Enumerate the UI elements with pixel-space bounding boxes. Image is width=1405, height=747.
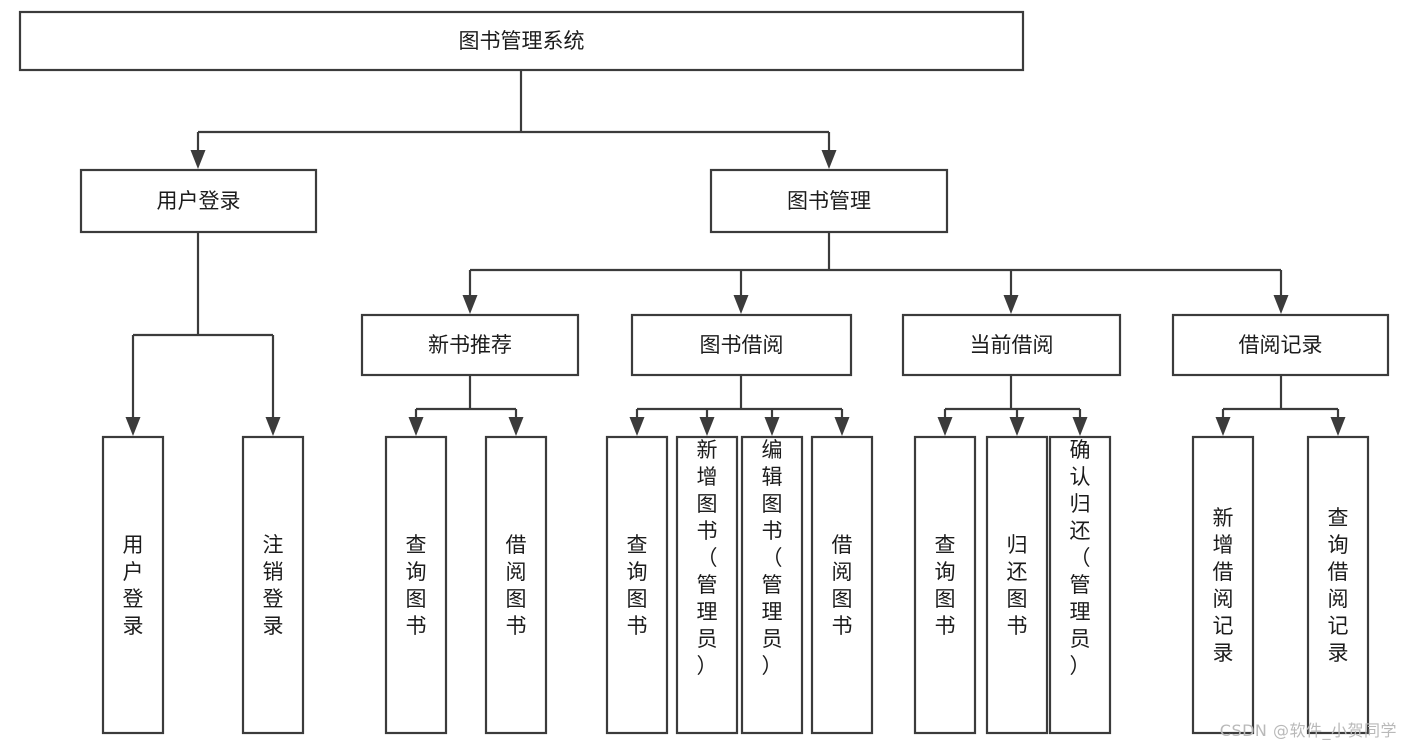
node-root-system-box[interactable] <box>18 10 1025 72</box>
node-leaf-user-login[interactable]: 用户登录 <box>101 435 165 735</box>
node-leaf-borrow-book-box[interactable] <box>810 435 874 735</box>
node-book-borrow-box[interactable] <box>630 313 853 377</box>
nodes-layer: 图书管理系统用户登录图书管理新书推荐图书借阅当前借阅借阅记录用户登录注销登录查询… <box>18 10 1390 735</box>
node-current-borrow[interactable]: 当前借阅 <box>901 313 1122 377</box>
node-leaf-add-borrow-record-box[interactable] <box>1191 435 1255 735</box>
node-leaf-user-login-label: 用户登录 <box>123 533 144 638</box>
node-new-book-recommend-label: 新书推荐 <box>428 333 512 357</box>
node-book-manage-box[interactable] <box>709 168 949 234</box>
connector-new-book-recommend-to-leaves <box>408 375 524 436</box>
arrow-head-icon <box>125 417 141 436</box>
node-leaf-query-borrow-record[interactable]: 查询借阅记录 <box>1306 435 1370 735</box>
node-leaf-edit-book-admin-box[interactable] <box>740 435 804 735</box>
node-user-login-label: 用户登录 <box>157 189 241 213</box>
connector-borrow-record-to-leaves <box>1215 375 1346 436</box>
arrow-head-icon <box>1273 295 1289 314</box>
node-new-book-recommend[interactable]: 新书推荐 <box>360 313 580 377</box>
node-root-system[interactable]: 图书管理系统 <box>18 10 1025 72</box>
node-leaf-return-book[interactable]: 归还图书 <box>985 435 1049 735</box>
node-borrow-record[interactable]: 借阅记录 <box>1171 313 1390 377</box>
arrow-head-icon <box>821 150 837 169</box>
node-leaf-borrow-book-label: 借阅图书 <box>832 533 853 638</box>
arrow-head-icon <box>1072 417 1088 436</box>
node-leaf-confirm-return-admin-label: 确认归还（管理员） <box>1070 438 1091 678</box>
node-borrow-record-label: 借阅记录 <box>1239 333 1323 357</box>
node-book-borrow[interactable]: 图书借阅 <box>630 313 853 377</box>
node-new-book-recommend-box[interactable] <box>360 313 580 377</box>
node-leaf-query-book-recommend[interactable]: 查询图书 <box>384 435 448 735</box>
arrow-head-icon <box>190 150 206 169</box>
connector-root-to-level2 <box>190 70 837 169</box>
arrow-head-icon <box>462 295 478 314</box>
arrow-head-icon <box>265 417 281 436</box>
node-leaf-add-book-admin-box[interactable] <box>675 435 739 735</box>
node-leaf-query-borrow-record-label: 查询借阅记录 <box>1328 506 1349 665</box>
node-leaf-query-book-box[interactable] <box>605 435 669 735</box>
node-user-login-box[interactable] <box>79 168 318 234</box>
node-leaf-query-book-label: 查询图书 <box>627 533 648 638</box>
node-leaf-user-logout-box[interactable] <box>241 435 305 735</box>
node-borrow-record-box[interactable] <box>1171 313 1390 377</box>
arrow-head-icon <box>1009 417 1025 436</box>
connectors-layer <box>125 70 1346 436</box>
node-leaf-confirm-return-admin[interactable]: 确认归还（管理员） <box>1048 435 1112 735</box>
node-leaf-borrow-book[interactable]: 借阅图书 <box>810 435 874 735</box>
node-leaf-query-book[interactable]: 查询图书 <box>605 435 669 735</box>
node-leaf-borrow-book-recommend[interactable]: 借阅图书 <box>484 435 548 735</box>
node-leaf-user-logout[interactable]: 注销登录 <box>241 435 305 735</box>
node-root-system-label: 图书管理系统 <box>459 29 585 53</box>
node-leaf-query-book-current[interactable]: 查询图书 <box>913 435 977 735</box>
connector-user-login-to-leaves <box>125 232 281 436</box>
node-book-manage-label: 图书管理 <box>787 189 871 213</box>
connector-book-manage-to-level3 <box>462 232 1289 314</box>
node-current-borrow-label: 当前借阅 <box>970 333 1054 357</box>
node-leaf-borrow-book-recommend-label: 借阅图书 <box>506 533 527 638</box>
node-leaf-add-borrow-record-label: 新增借阅记录 <box>1213 506 1234 665</box>
connector-book-borrow-to-leaves <box>629 375 850 436</box>
node-leaf-query-book-current-box[interactable] <box>913 435 977 735</box>
arrow-head-icon <box>834 417 850 436</box>
arrow-head-icon <box>1003 295 1019 314</box>
arrow-head-icon <box>733 295 749 314</box>
node-leaf-edit-book-admin[interactable]: 编辑图书（管理员） <box>740 435 804 735</box>
connector-current-borrow-to-leaves <box>937 375 1088 436</box>
arrow-head-icon <box>699 417 715 436</box>
arrow-head-icon <box>1330 417 1346 436</box>
node-leaf-add-book-admin[interactable]: 新增图书（管理员） <box>675 435 739 735</box>
node-leaf-query-book-current-label: 查询图书 <box>935 533 956 638</box>
node-leaf-edit-book-admin-label: 编辑图书（管理员） <box>762 438 783 678</box>
node-leaf-add-borrow-record[interactable]: 新增借阅记录 <box>1191 435 1255 735</box>
node-leaf-user-logout-label: 注销登录 <box>263 533 284 638</box>
node-leaf-return-book-label: 归还图书 <box>1007 533 1028 638</box>
arrow-head-icon <box>937 417 953 436</box>
arrow-head-icon <box>508 417 524 436</box>
node-leaf-borrow-book-recommend-box[interactable] <box>484 435 548 735</box>
node-leaf-query-borrow-record-box[interactable] <box>1306 435 1370 735</box>
node-leaf-confirm-return-admin-box[interactable] <box>1048 435 1112 735</box>
node-leaf-add-book-admin-label: 新增图书（管理员） <box>697 438 718 678</box>
node-leaf-user-login-box[interactable] <box>101 435 165 735</box>
node-book-borrow-label: 图书借阅 <box>700 333 784 357</box>
arrow-head-icon <box>408 417 424 436</box>
node-leaf-query-book-recommend-box[interactable] <box>384 435 448 735</box>
node-current-borrow-box[interactable] <box>901 313 1122 377</box>
node-leaf-return-book-box[interactable] <box>985 435 1049 735</box>
arrow-head-icon <box>629 417 645 436</box>
arrow-head-icon <box>1215 417 1231 436</box>
node-user-login[interactable]: 用户登录 <box>79 168 318 234</box>
node-book-manage[interactable]: 图书管理 <box>709 168 949 234</box>
arrow-head-icon <box>764 417 780 436</box>
node-leaf-query-book-recommend-label: 查询图书 <box>406 533 427 638</box>
